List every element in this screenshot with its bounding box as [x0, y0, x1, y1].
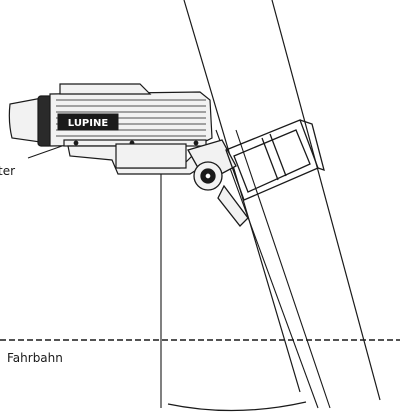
lamp-housing	[49, 91, 213, 147]
lamp-lens-cap	[8, 97, 43, 143]
lamp	[8, 83, 213, 147]
bar-clamp	[187, 119, 325, 227]
lupine-logo: LUPINE	[57, 113, 119, 131]
road-label: Fahrbahn	[7, 351, 63, 365]
left-label: ter	[0, 164, 16, 178]
lamp-mount-bracket	[67, 143, 213, 175]
angle-arc	[167, 401, 307, 412]
lupine-logo-text: LUPINE	[68, 118, 109, 129]
fork-tube-inner	[215, 129, 331, 409]
label-leader-line	[27, 145, 63, 159]
